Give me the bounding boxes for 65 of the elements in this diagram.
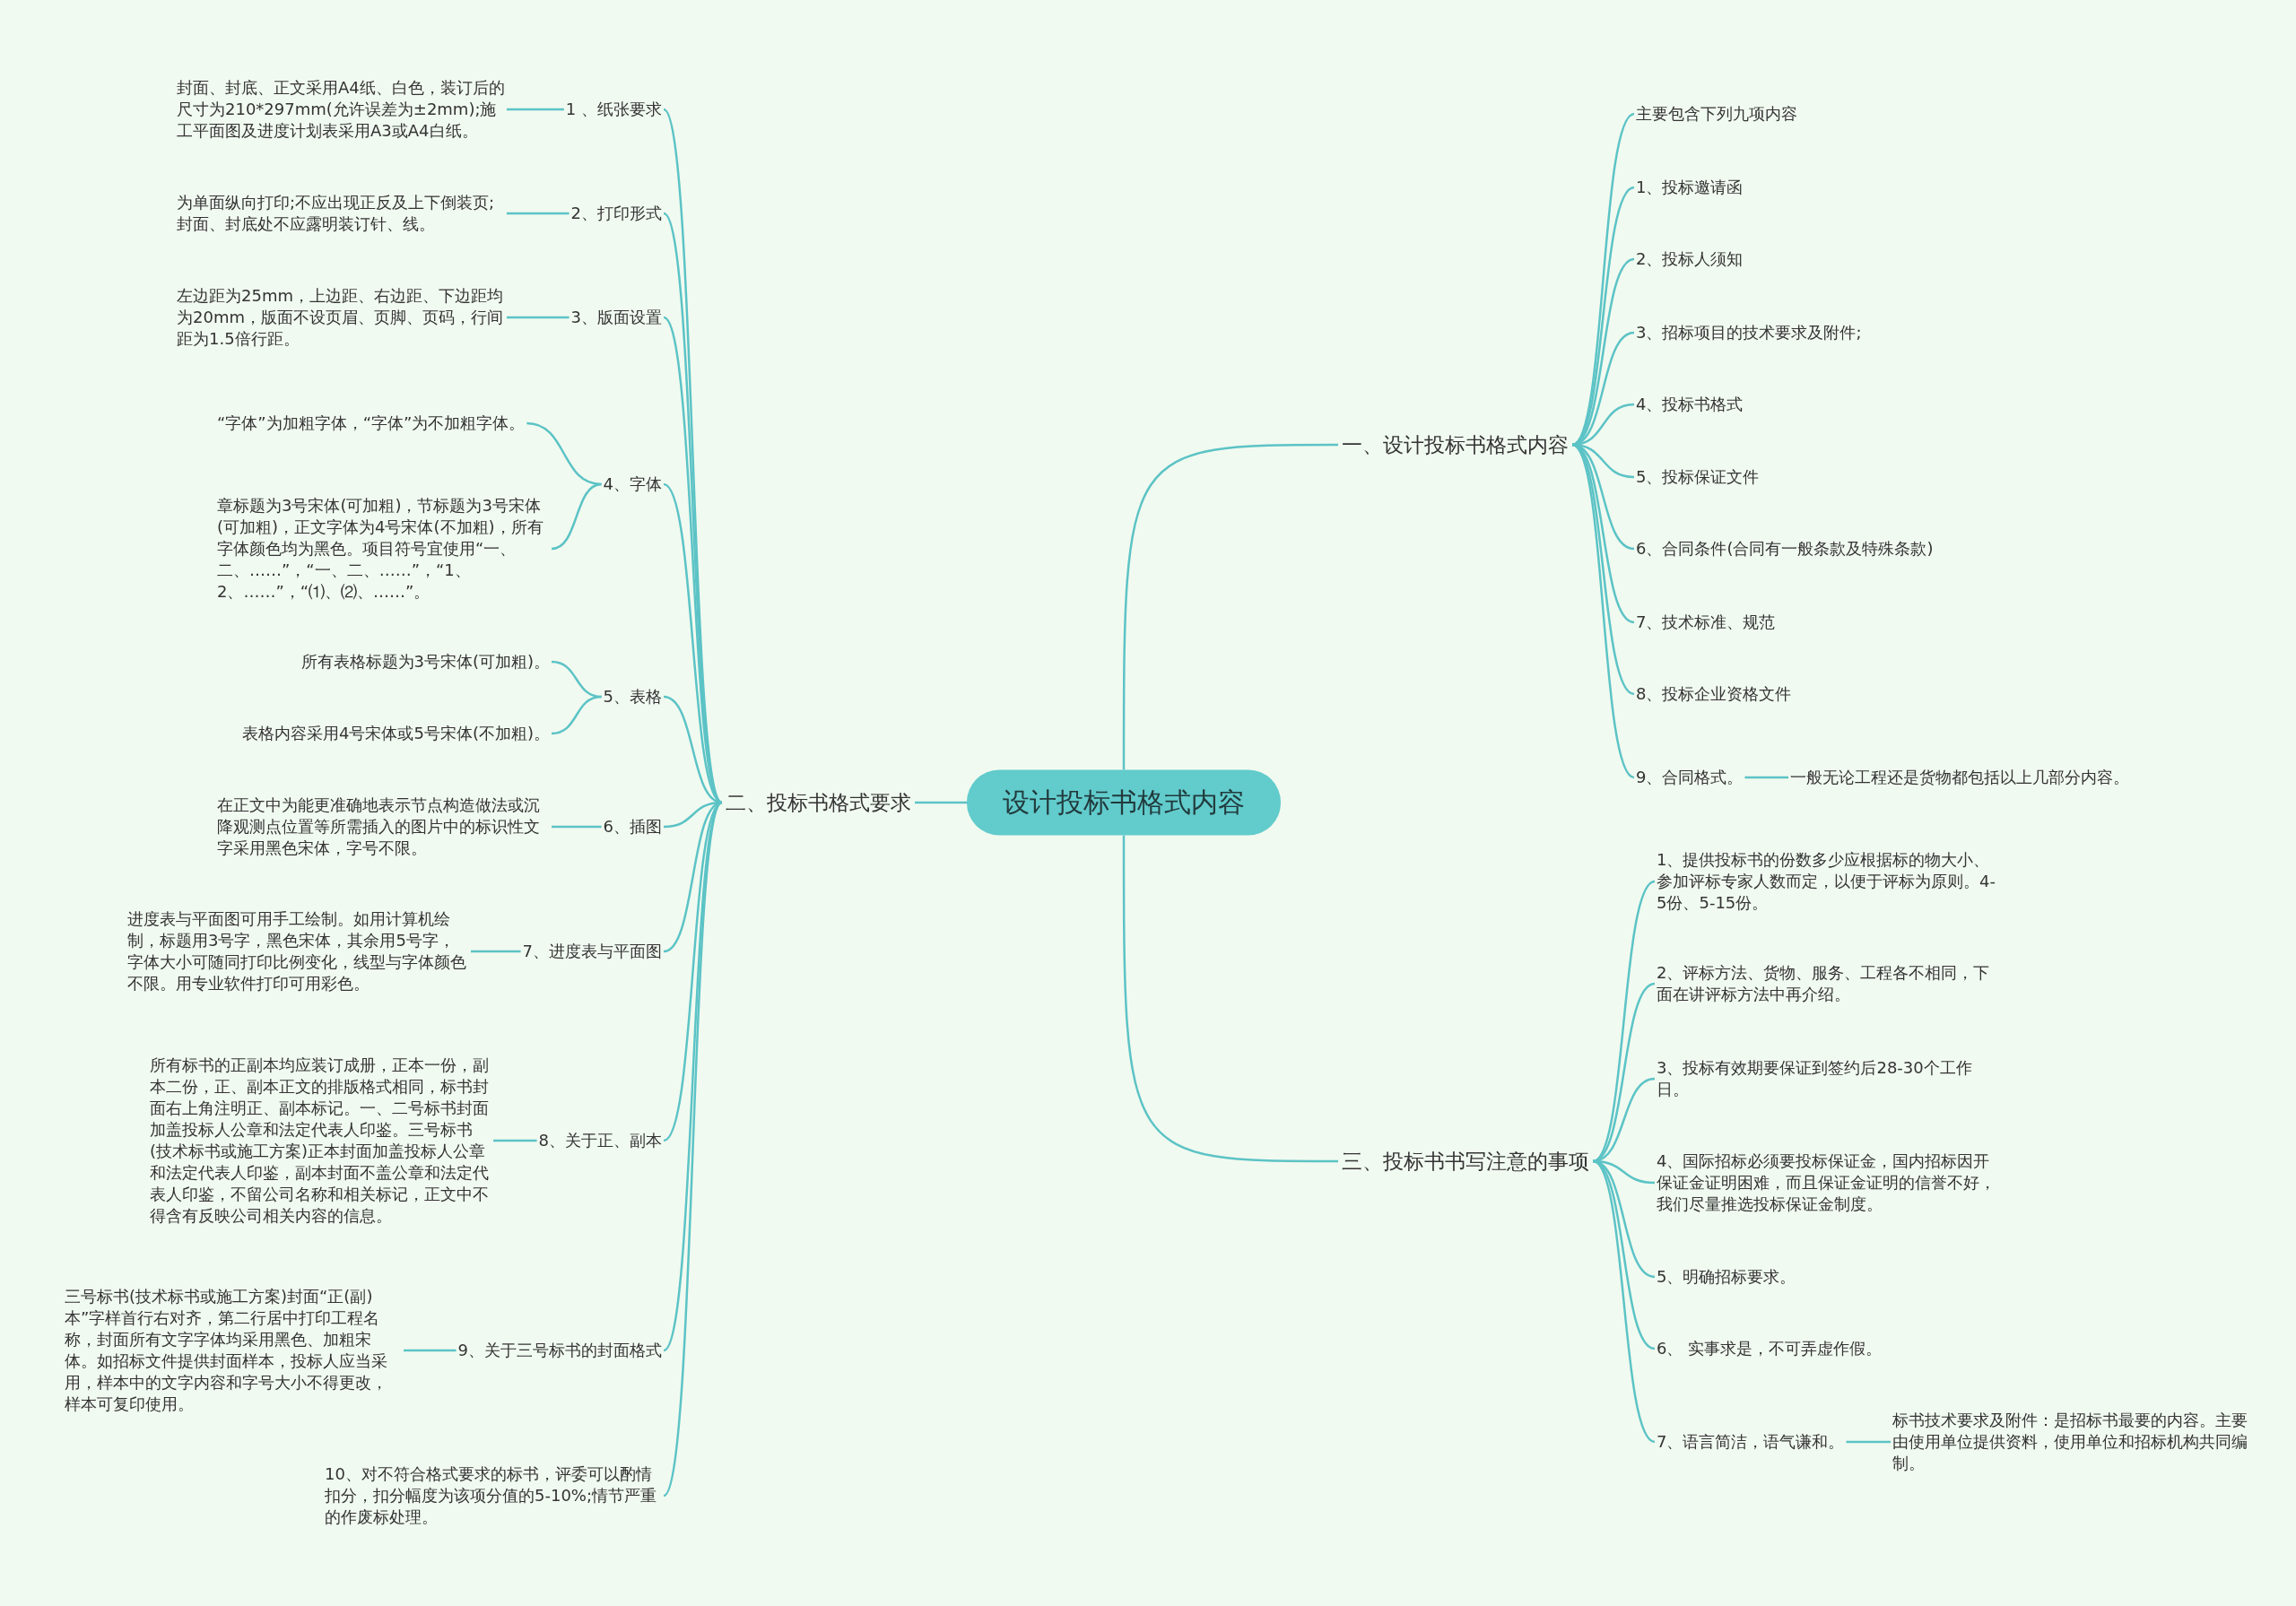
subtopic-text: 6、 实事求是，不可弄虚作假。 [1655,1336,1884,1361]
subtopic-text: 2、打印形式 [569,201,664,226]
connector-line [507,108,564,111]
connector-line [1846,1440,1891,1444]
connector-line [1592,881,1656,1162]
connector-line [551,482,602,551]
connector-line [915,801,967,804]
subtopic-text: 4、国际招标必须要投标保证金，国内招标因开保证金证明困难，而且保证金证明的信誉不好，我们尽量推选投标保证金制度。 [1655,1149,2000,1217]
note-text: 10、对不符合格式要求的标书，评委可以酌情扣分，扣分幅度为该项分值的5-10%;情节严重的作废标处理。 [323,1462,664,1530]
branch-topic: 三、投标书书写注意的事项 [1338,1143,1593,1179]
subtopic-text: 2、评标方法、货物、服务、工程各不相同，下面在讲评标方法中再介绍。 [1655,960,2000,1007]
subtopic-text: 1、投标邀请函 [1634,175,1745,200]
note-text: 封面、封底、正文采用A4纸、白色，装订后的尺寸为210*297mm(允许误差为±2mm);施工平面图及进度计划表采用A3或A4白纸。 [175,75,507,143]
subtopic-text: 4、投标书格式 [1634,392,1745,417]
subtopic-text: 7、技术标准、规范 [1634,610,1778,635]
note-text: “字体”为加粗字体，“字体”为不加粗字体。 [215,411,527,436]
subtopic-text: 3、投标有效期要保证到签约后28-30个工作日。 [1655,1055,2000,1102]
note-text: 表格内容采用4号宋体或5号宋体(不加粗)。 [240,721,552,746]
note-text: 章标题为3号宋体(可加粗)，节标题为3号宋体(可加粗)，正文字体为4号宋体(不加粗)，所有字体颜色均为黑色。项目符号宜使用“一、二、……”，“一、二、……”，“1、2、……”，“⑴、⑵、……”。 [215,493,552,604]
subtopic-text: 6、合同条件(合同有一般条款及特殊条款) [1634,536,1935,561]
subtopic-text: 9、关于三号标书的封面格式 [456,1338,664,1363]
connector-line [526,421,602,486]
note-text: 为单面纵向打印;不应出现正反及上下倒装页;封面、封底处不应露明装订针、线。 [175,190,507,237]
note-text: 一般无论工程还是货物都包括以上几部分内容。 [1788,765,2131,790]
connector-line [1592,982,1656,1163]
branch-topic: 二、投标书格式要求 [722,785,915,820]
subtopic-text: 1 、纸张要求 [563,97,664,122]
connector-line [471,950,521,953]
connector-line [404,1349,457,1352]
subtopic-text: 主要包含下列九项内容 [1634,101,1799,126]
subtopic-text: 5、表格 [601,684,664,709]
subtopic-text: 4、字体 [601,472,664,497]
note-text: 所有标书的正副本均应装订成册，正本一份，副本二份，正、副本正文的排版格式相同，标书封面右上角注明正、副本标记。一、二号标书封面加盖投标人公章和法定代表人印鉴。三号标书(技术标书或施工方案)正本封面加盖投标人公章和法定代表人印鉴，副本封面不盖公章和法定代表人印鉴，不留公司名称和相关标记，正文中不得含有反映公司相关内容的信息。 [148,1053,493,1228]
subtopic-text: 1、提供投标书的份数多少应根据标的物大小、参加评标专家人数而定，以便于评标为原则。4-5份、5-15份。 [1655,847,2000,916]
connector-line [551,695,602,735]
connector-line [1744,776,1788,779]
subtopic-text: 5、明确招标要求。 [1655,1264,1798,1289]
note-text: 左边距为25mm，上边距、右边距、下边距均为20mm，版面不设页眉、页脚、页码，行间距为1.5倍行距。 [175,283,507,352]
connector-line [507,316,570,319]
central-topic: 设计投标书格式内容 [967,769,1281,836]
connector-line [662,802,724,1497]
connector-line [1122,835,1338,1163]
branch-topic: 一、设计投标书格式内容 [1338,427,1572,463]
connector-line [1592,1160,1656,1443]
note-text: 在正文中为能更准确地表示节点构造做法或沉降观测点位置等所需插入的图片中的标识性文字采用黑色宋体，字号不限。 [215,793,552,861]
connector-line [1122,443,1338,770]
note-text: 所有表格标题为3号宋体(可加粗)。 [299,649,552,674]
connector-line [493,1139,537,1142]
subtopic-text: 8、关于正、副本 [536,1128,664,1153]
connector-line [507,212,570,215]
connector-line [552,825,602,829]
subtopic-text: 6、插图 [601,814,664,839]
connector-line [1571,444,1635,778]
subtopic-text: 7、进度表与平面图 [520,939,664,964]
subtopic-text: 7、语言简洁，语气谦和。 [1655,1429,1847,1454]
subtopic-text: 3、招标项目的技术要求及附件; [1634,320,1864,345]
note-text: 三号标书(技术标书或施工方案)封面“正(副)本”字样首行右对齐，第二行居中打印工程名称，封面所有文字字体均采用黑色、加粗宋体。如招标文件提供封面样本，投标人应当采用，样本中的文字内容和字号大小不得更改，样本可复印使用。 [63,1284,404,1417]
subtopic-text: 5、投标保证文件 [1634,464,1761,490]
subtopic-text: 8、投标企业资格文件 [1634,681,1794,707]
subtopic-text: 9、合同格式。 [1634,765,1745,790]
note-text: 标书技术要求及附件：是招标书最要的内容。主要由使用单位提供资料，使用单位和招标机构共同编制。 [1891,1408,2249,1476]
connector-line [663,802,723,1142]
note-text: 进度表与平面图可用手工绘制。如用计算机绘制，标题用3号字，黑色宋体，其余用5号字，字体大小可随同打印比例变化，线型与字体颜色不限。用专业软件打印可用彩色。 [126,907,471,996]
subtopic-text: 3、版面设置 [569,305,664,330]
subtopic-text: 2、投标人须知 [1634,247,1745,272]
